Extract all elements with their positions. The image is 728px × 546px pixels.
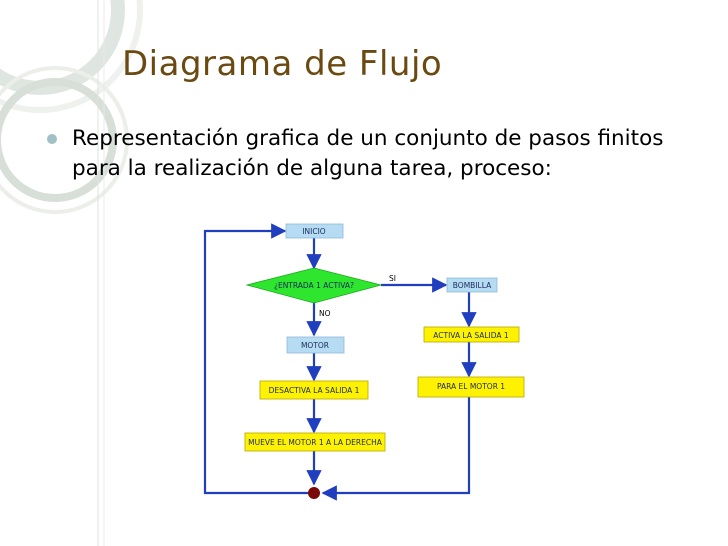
edge-label-yes: SI <box>389 274 396 283</box>
node-para-motor: PARA EL MOTOR 1 <box>417 376 525 398</box>
bullet-text: Representación grafica de un conjunto de… <box>72 126 664 181</box>
node-mueve-motor: MUEVE EL MOTOR 1 A LA DERECHA <box>244 432 386 452</box>
connector-loop-left <box>203 223 312 495</box>
edge-label-no: NO <box>319 309 331 318</box>
node-activa-salida-label: ACTIVA LA SALIDA 1 <box>433 331 509 340</box>
node-bombilla-label: BOMBILLA <box>453 281 492 290</box>
node-inicio: INICIO <box>285 223 344 239</box>
connector-para-end <box>321 397 471 501</box>
flowchart-connectors <box>203 223 477 501</box>
node-decision-label: ¿ENTRADA 1 ACTIVA? <box>274 281 354 290</box>
decor-ring-top-outer <box>0 0 143 113</box>
node-bombilla: BOMBILLA <box>446 277 498 293</box>
node-inicio-label: INICIO <box>302 227 325 236</box>
node-motor-label: MOTOR <box>301 341 329 350</box>
node-para-motor-label: PARA EL MOTOR 1 <box>437 382 505 391</box>
node-desactiva-salida-label: DESACTIVA LA SALIDA 1 <box>269 386 360 395</box>
end-connector-dot <box>308 487 320 499</box>
bullet-marker <box>47 134 57 144</box>
node-decision: ¿ENTRADA 1 ACTIVA? <box>245 267 383 304</box>
node-motor: MOTOR <box>286 336 345 354</box>
decor-ring-top <box>0 0 125 95</box>
slide-title: Diagrama de Flujo <box>122 44 443 84</box>
node-activa-salida: ACTIVA LA SALIDA 1 <box>423 326 520 343</box>
decor-ring-mid <box>0 78 117 202</box>
node-mueve-motor-label: MUEVE EL MOTOR 1 A LA DERECHA <box>248 438 383 447</box>
decor-ring-mid-outer <box>0 66 129 214</box>
node-desactiva-salida: DESACTIVA LA SALIDA 1 <box>259 380 369 400</box>
